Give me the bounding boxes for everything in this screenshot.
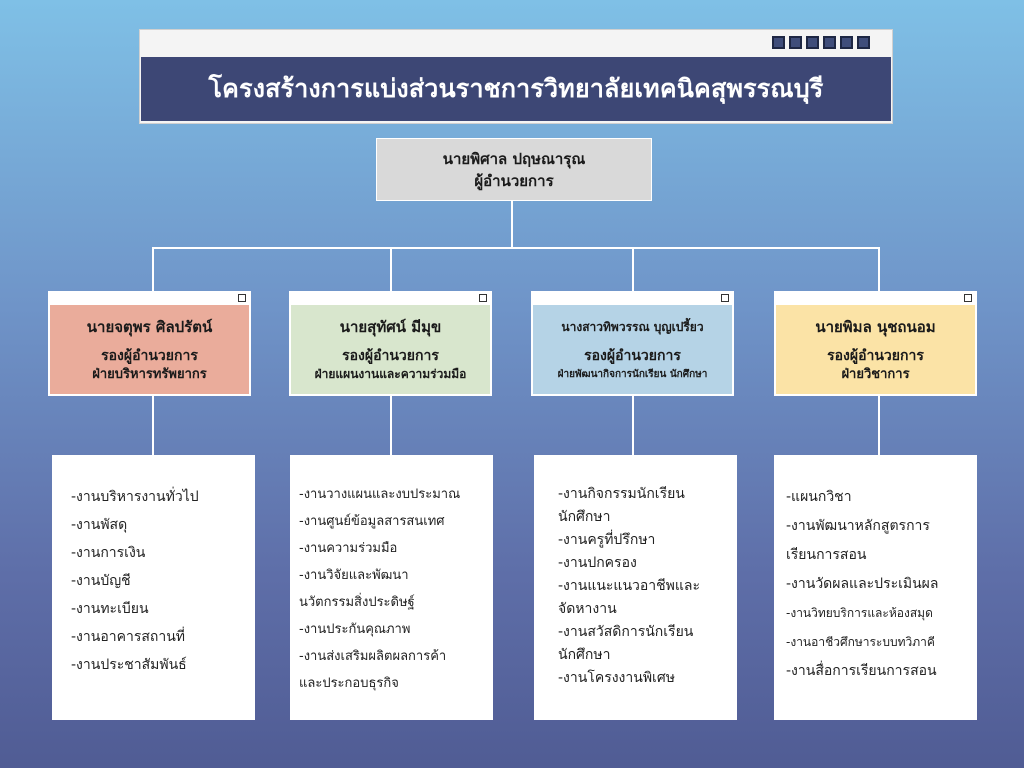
duty-item: -งานประกันคุณภาพ (299, 622, 411, 637)
deputy-role: รองผู้อำนวยการ (342, 347, 439, 364)
duty-item: -งานสื่อการเรียนการสอน (786, 663, 937, 679)
deputy-name: นายสุทัศน์ มีมุข (339, 317, 442, 336)
duty-item: -งานบัญชี (71, 573, 131, 589)
duty-item: -งานการเงิน (71, 545, 146, 561)
deputy-role: รองผู้อำนวยการ (101, 347, 198, 364)
duty-item: -งานทะเบียน (71, 601, 149, 617)
duty-item: -งานวัดผลและประเมินผล (786, 576, 939, 592)
deputy-box-body: นายพิมล นุชถนอม รองผู้อำนวยการ ฝ่ายวิชาก… (776, 305, 975, 394)
director-name: นายพิศาล ปฤษณารุณ (442, 149, 586, 168)
connector-deputy-4-duties (878, 396, 880, 455)
deputy-box-planning: นายสุทัศน์ มีมุข รองผู้อำนวยการ ฝ่ายแผนง… (289, 291, 492, 396)
duties-box-academic: -แผนกวิชา -งานพัฒนาหลักสูตรการ เรียนการส… (774, 455, 977, 720)
duty-item: -งานครูที่ปรึกษา (558, 532, 656, 548)
deputy-box-body: นางสาวทิพวรรณ บุญเปรี้ยว รองผู้อำนวยการ … (533, 305, 732, 394)
connector-deputy-1-duties (152, 396, 154, 455)
duty-item: นวัตกรรมสิ่งประดิษฐ์ (299, 595, 415, 610)
duty-item: จัดหางาน (558, 601, 617, 617)
deputy-name: นางสาวทิพวรรณ บุญเปรี้ยว (561, 319, 704, 334)
connector-deputy-3-duties (632, 396, 634, 455)
deputy-name: นายพิมล นุชถนอม (815, 317, 936, 336)
duty-item: นักศึกษา (558, 647, 611, 663)
connector-drop-3 (632, 247, 634, 291)
duty-item: -แผนกวิชา (786, 489, 852, 505)
deputy-department: ฝ่ายแผนงานและความร่วมมือ (314, 366, 467, 381)
title-bar: โครงสร้างการแบ่งส่วนราชการวิทยาลัยเทคนิค… (141, 57, 891, 121)
duty-item: -งานแนะแนวอาชีพและ (558, 578, 701, 594)
duty-item: -งานบริหารงานทั่วไป (71, 489, 199, 505)
duty-item: -งานสวัสดิการนักเรียน (558, 624, 694, 640)
deputy-department: ฝ่ายพัฒนากิจการนักเรียน นักศึกษา (557, 368, 708, 380)
box-corner-icon (721, 294, 729, 302)
duty-item: นักศึกษา (558, 509, 611, 525)
duties-box-resources: -งานบริหารงานทั่วไป -งานพัสดุ -งานการเงิ… (52, 455, 255, 720)
deputy-box-academic: นายพิมล นุชถนอม รองผู้อำนวยการ ฝ่ายวิชาก… (774, 291, 977, 396)
duty-item: -งานอาชีวศึกษาระบบทวิภาคี (786, 635, 935, 649)
connector-horizontal (152, 247, 880, 249)
duty-item: -งานส่งเสริมผลิตผลการค้า (299, 649, 447, 664)
duty-item: -งานพัสดุ (71, 517, 128, 533)
duty-item: เรียนการสอน (786, 547, 867, 563)
director-position: ผู้อำนวยการ (474, 171, 554, 190)
box-corner-icon (238, 294, 246, 302)
connector-deputy-2-duties (390, 396, 392, 455)
duties-box-student-affairs: -งานกิจกรรมนักเรียน นักศึกษา -งานครูที่ป… (534, 455, 737, 720)
connector-director-down (511, 201, 513, 248)
director-box: นายพิศาล ปฤษณารุณ ผู้อำนวยการ (376, 138, 652, 201)
connector-drop-1 (152, 247, 154, 291)
duty-item: -งานกิจกรรมนักเรียน (558, 486, 685, 502)
connector-drop-2 (390, 247, 392, 291)
deputy-name: นายจตุพร ศิลปรัตน์ (86, 317, 213, 336)
duty-item: -งานพัฒนาหลักสูตรการ (786, 518, 930, 534)
page-title: โครงสร้างการแบ่งส่วนราชการวิทยาลัยเทคนิค… (208, 74, 824, 103)
duty-item: -งานวิทยบริการและห้องสมุด (786, 606, 933, 620)
duty-item: -งานโครงงานพิเศษ (558, 670, 675, 686)
deputy-role: รองผู้อำนวยการ (827, 347, 924, 364)
deputy-box-resources: นายจตุพร ศิลปรัตน์ รองผู้อำนวยการ ฝ่ายบร… (48, 291, 251, 396)
connector-drop-4 (878, 247, 880, 291)
duty-item: -งานวางแผนและงบประมาณ (299, 487, 461, 502)
duty-item: -งานปกครอง (558, 555, 637, 571)
window-squares-icon (772, 36, 870, 49)
deputy-department: ฝ่ายบริหารทรัพยากร (92, 366, 207, 382)
duty-item: -งานประชาสัมพันธ์ (71, 657, 187, 673)
box-corner-icon (964, 294, 972, 302)
duty-item: -งานความร่วมมือ (299, 541, 398, 556)
box-corner-icon (479, 294, 487, 302)
duty-item: และประกอบธุรกิจ (299, 676, 399, 691)
duty-item: -งานอาคารสถานที่ (71, 629, 186, 645)
duties-box-planning: -งานวางแผนและงบประมาณ -งานศูนย์ข้อมูลสาร… (290, 455, 493, 720)
deputy-role: รองผู้อำนวยการ (584, 347, 681, 364)
deputy-department: ฝ่ายวิชาการ (841, 366, 910, 382)
duty-item: -งานวิจัยและพัฒนา (299, 568, 409, 583)
deputy-box-student-affairs: นางสาวทิพวรรณ บุญเปรี้ยว รองผู้อำนวยการ … (531, 291, 734, 396)
deputy-box-body: นายจตุพร ศิลปรัตน์ รองผู้อำนวยการ ฝ่ายบร… (50, 305, 249, 394)
deputy-box-body: นายสุทัศน์ มีมุข รองผู้อำนวยการ ฝ่ายแผนง… (291, 305, 490, 394)
title-frame: โครงสร้างการแบ่งส่วนราชการวิทยาลัยเทคนิค… (139, 29, 893, 124)
duty-item: -งานศูนย์ข้อมูลสารสนเทศ (299, 514, 445, 529)
